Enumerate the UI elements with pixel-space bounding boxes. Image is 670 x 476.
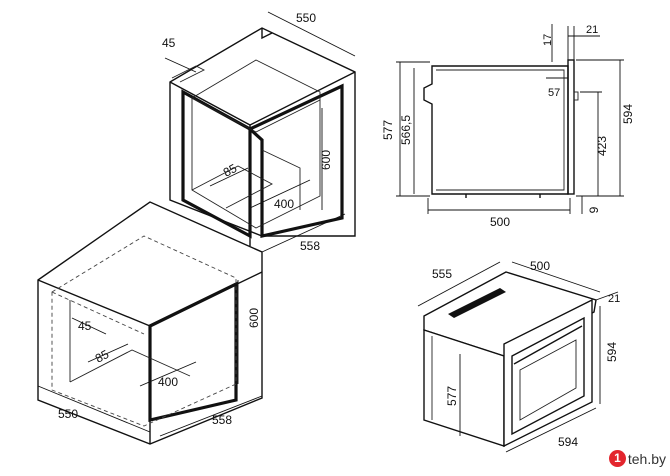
upper-top-lip	[171, 65, 206, 83]
lower-niche	[51, 235, 237, 427]
upper-cabinet: 550 45 85 600 400 558	[162, 11, 356, 253]
oven-iso-handle	[513, 325, 583, 365]
iso-dim-594h: 594	[605, 342, 619, 362]
side-view: 17 21 57 577 566,5 594 423 9 500	[381, 24, 635, 229]
lower-niche-floor	[69, 349, 191, 383]
iso-dim-594w: 594	[558, 435, 578, 449]
side-view-body	[423, 65, 569, 195]
watermark-text: teh.by	[627, 450, 666, 467]
upper-dim-400-line	[249, 179, 311, 209]
iso-dim-555-line	[417, 261, 501, 307]
oven-iso-vent	[448, 288, 506, 318]
upper-niche-back	[261, 149, 301, 210]
dim-9: 9	[587, 206, 601, 213]
upper-dim-85: 85	[221, 161, 240, 180]
lower-cabinet: 45 85 600 400 550 558	[37, 201, 263, 445]
upper-niche-floor	[191, 165, 273, 209]
oven-iso-window	[519, 339, 577, 421]
upper-dim-558: 558	[300, 239, 320, 253]
upper-niche-edge	[191, 97, 257, 133]
iso-dim-500-line	[511, 261, 601, 293]
dim-21: 21	[586, 24, 598, 36]
iso-dim-594w-line	[505, 407, 597, 453]
lower-edge-1	[37, 279, 151, 327]
lower-dim-550-line	[37, 385, 151, 433]
lower-dim-400: 400	[158, 375, 178, 389]
upper-dim-550: 550	[296, 11, 316, 25]
lower-dim-85: 85	[93, 347, 112, 366]
upper-dim-45-line	[164, 57, 197, 73]
dim-17: 17	[542, 34, 554, 46]
upper-dim-600: 600	[319, 150, 333, 170]
iso-dim-577: 577	[445, 386, 459, 406]
watermark: 1 teh.by	[609, 450, 666, 467]
lower-dim-45-line	[71, 317, 107, 335]
lower-niche-edge	[51, 291, 145, 335]
lower-opening	[148, 281, 238, 423]
lower-dim-85-line	[87, 343, 129, 363]
lower-dim-400-line	[139, 361, 197, 387]
lower-dim-558: 558	[212, 413, 232, 427]
dim-566-5: 566,5	[399, 115, 413, 145]
upper-top-notch	[261, 28, 273, 40]
upper-dim-558-line	[261, 213, 346, 253]
upper-dim-85-line	[209, 167, 249, 187]
iso-dim-555: 555	[432, 267, 452, 281]
iso-dim-500: 500	[530, 259, 550, 273]
lower-cabinet-shell	[37, 201, 263, 445]
side-view-handle	[573, 91, 579, 101]
dim-423: 423	[595, 136, 609, 156]
upper-edge-2	[249, 71, 356, 126]
iso-dim-21-line	[595, 291, 619, 301]
upper-dim-45: 45	[162, 36, 176, 50]
oven-iso-front	[503, 298, 593, 448]
upper-opening-right	[247, 83, 344, 238]
side-view-inner	[436, 69, 565, 191]
lower-dim-550: 550	[58, 407, 78, 421]
watermark-badge: 1	[609, 450, 626, 467]
dim-500: 500	[490, 215, 510, 229]
upper-dim-400: 400	[274, 197, 294, 211]
upper-dim-550-line	[267, 11, 356, 57]
lower-dim-600: 600	[247, 308, 261, 328]
dim-57: 57	[548, 87, 560, 99]
oven-iso-door	[511, 316, 585, 436]
dim-577: 577	[381, 120, 395, 140]
iso-dim-21: 21	[608, 293, 620, 305]
oven-iso-view: 555 500 21 594 577 594	[417, 259, 620, 453]
upper-edge-1	[169, 81, 251, 126]
dim-594: 594	[621, 104, 635, 124]
lower-dim-558-line	[159, 395, 263, 437]
side-view-front-panel	[567, 59, 575, 195]
upper-niche-edge-2	[255, 99, 321, 133]
lower-dim-45: 45	[78, 319, 92, 333]
